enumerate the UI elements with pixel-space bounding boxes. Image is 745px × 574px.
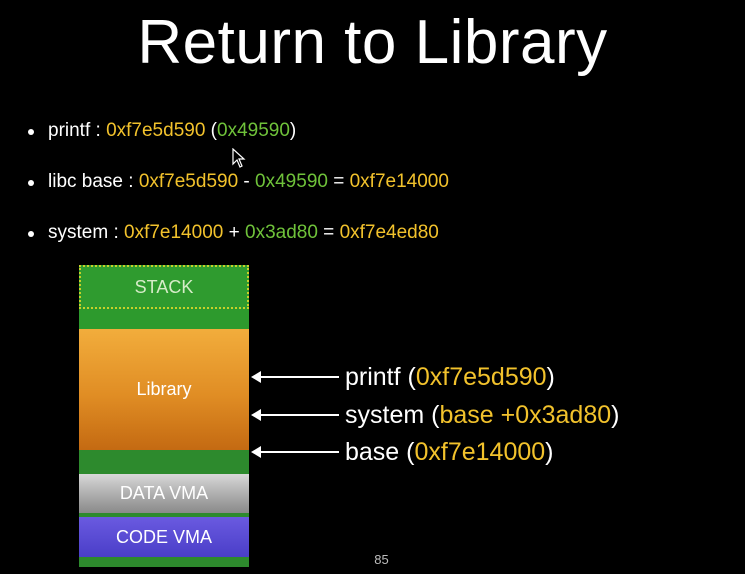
system-base-address: 0xf7e14000 bbox=[124, 222, 224, 243]
paren-close: ) bbox=[289, 120, 297, 141]
bullet-system: system : 0xf7e14000 + 0x3ad80 = 0xf7e4ed… bbox=[28, 220, 449, 246]
code-vma-segment: CODE VMA bbox=[79, 517, 249, 557]
bullet-label: libc base : bbox=[48, 171, 139, 192]
pointer-close: ) bbox=[545, 438, 554, 466]
printf-offset: 0x49590 bbox=[217, 120, 290, 141]
stack-segment: STACK bbox=[79, 265, 249, 309]
printf-arrow bbox=[251, 371, 339, 383]
pointer-name: printf ( bbox=[345, 363, 416, 391]
pointer-value: 0xf7e5d590 bbox=[415, 363, 547, 391]
system-pointer-label: system (base +0x3ad80) bbox=[345, 400, 619, 430]
printf-pointer-label: printf (0xf7e5d590) bbox=[345, 362, 555, 392]
bullet-list: printf : 0xf7e5d590 (0x49590) libc base … bbox=[28, 118, 449, 271]
system-arrow bbox=[251, 409, 339, 421]
bullet-dot bbox=[28, 231, 34, 237]
paren-open: ( bbox=[205, 120, 218, 141]
plus-operator: + bbox=[223, 222, 245, 243]
pointer-close: ) bbox=[546, 363, 555, 391]
pointer-value: 0xf7e14000 bbox=[414, 438, 546, 466]
bullet-printf: printf : 0xf7e5d590 (0x49590) bbox=[28, 118, 449, 144]
slide-title: Return to Library bbox=[137, 8, 608, 77]
base-pointer-label: base (0xf7e14000) bbox=[345, 437, 554, 467]
pointer-close: ) bbox=[611, 401, 620, 429]
data-vma-segment: DATA VMA bbox=[79, 474, 249, 513]
library-segment: Library bbox=[79, 329, 249, 450]
memory-gap bbox=[79, 513, 249, 517]
memory-gap bbox=[79, 557, 249, 567]
base-arrow bbox=[251, 446, 339, 458]
bullet-dot bbox=[28, 180, 34, 186]
minus-operator: - bbox=[238, 171, 256, 192]
bullet-label: printf : bbox=[48, 120, 107, 141]
system-offset: 0x3ad80 bbox=[245, 222, 318, 243]
mouse-pointer-icon bbox=[232, 148, 246, 168]
pointer-value: base +0x3ad80 bbox=[439, 401, 612, 429]
libc-base-result: 0xf7e14000 bbox=[349, 171, 449, 192]
equals-operator: = bbox=[317, 222, 340, 243]
libc-offset: 0x49590 bbox=[255, 171, 328, 192]
libc-printf-address: 0xf7e5d590 bbox=[138, 171, 239, 192]
memory-gap bbox=[79, 450, 249, 474]
system-result: 0xf7e4ed80 bbox=[339, 222, 439, 243]
pointer-name: base ( bbox=[345, 438, 415, 466]
pointer-name: system ( bbox=[345, 401, 440, 429]
bullet-dot bbox=[28, 129, 34, 135]
bullet-label: system : bbox=[48, 222, 125, 243]
page-number: 85 bbox=[374, 552, 389, 567]
printf-address: 0xf7e5d590 bbox=[106, 120, 206, 141]
equals-operator: = bbox=[327, 171, 350, 192]
bullet-libc-base: libc base : 0xf7e5d590 - 0x49590 = 0xf7e… bbox=[28, 169, 449, 195]
